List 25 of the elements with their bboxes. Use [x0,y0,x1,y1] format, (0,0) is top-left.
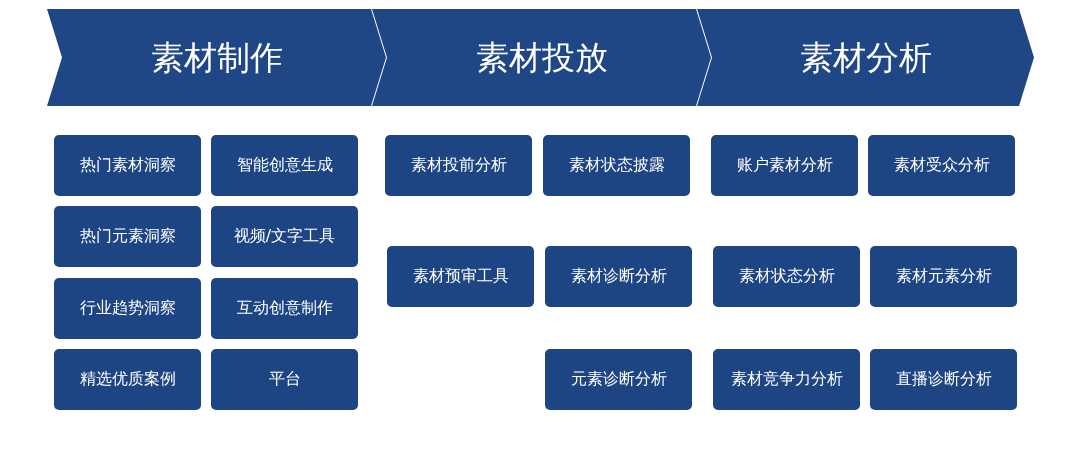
feature-card: 直播诊断分析 [870,349,1017,410]
feature-card: 热门素材洞察 [54,135,201,196]
feature-card: 账户素材分析 [711,135,858,196]
feature-card: 素材状态分析 [713,246,860,307]
feature-card: 视频/文字工具 [211,206,358,267]
feature-card: 素材投前分析 [385,135,532,196]
feature-card: 热门元素洞察 [54,206,201,267]
feature-card: 行业趋势洞察 [54,278,201,339]
feature-card: 素材受众分析 [868,135,1015,196]
feature-card: 平台 [211,349,358,410]
process-step-banner [697,9,1034,106]
feature-card: 素材诊断分析 [545,246,692,307]
feature-card: 智能创意生成 [211,135,358,196]
feature-card: 素材状态披露 [543,135,690,196]
feature-card: 素材元素分析 [870,246,1017,307]
stage-title: 素材投放 [474,37,609,78]
stage-title: 素材制作 [149,37,284,78]
stage-title: 素材分析 [798,37,933,78]
process-step-banner [372,9,711,106]
feature-card: 素材竞争力分析 [713,349,860,410]
feature-card: 元素诊断分析 [545,349,692,410]
feature-card: 互动创意制作 [211,278,358,339]
feature-card: 素材预审工具 [387,246,534,307]
feature-card: 精选优质案例 [54,349,201,410]
process-step-banner [47,9,386,106]
